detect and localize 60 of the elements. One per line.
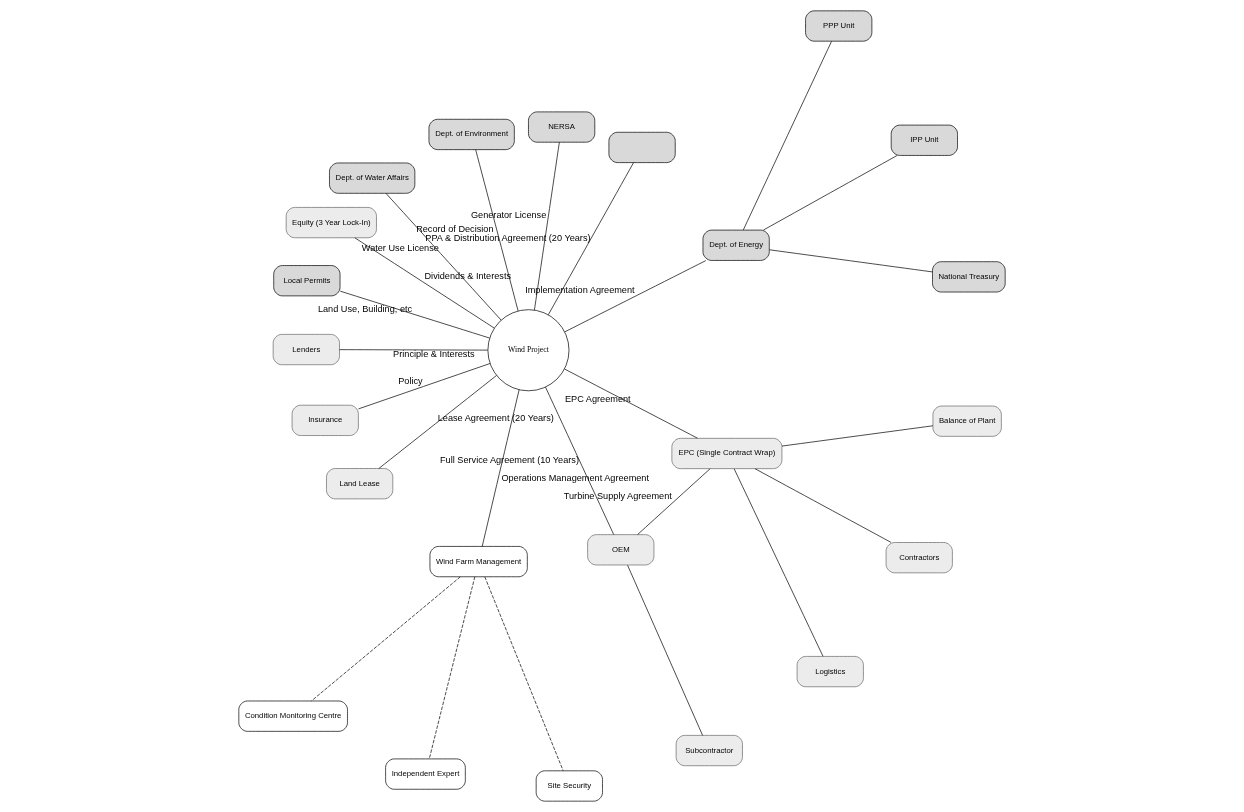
node-circle: Wind Project: [487, 309, 570, 392]
connector: [475, 149, 519, 312]
node-box: Logistics: [796, 656, 864, 688]
node-box: IPP Unit: [890, 124, 958, 156]
connector: [481, 389, 520, 547]
node-box: Subcontractor: [675, 735, 743, 767]
edge-label: Generator License: [470, 209, 547, 220]
edge-label: Full Service Agreement (10 Years): [440, 455, 579, 466]
connector: [534, 141, 560, 311]
connector: [358, 363, 491, 410]
node-box: [608, 131, 676, 163]
edge-label: Lease Agreement (20 Years): [437, 413, 554, 424]
edge-label: Policy: [398, 375, 423, 386]
node-box: Contractors: [885, 542, 953, 574]
connector: [545, 386, 615, 535]
edge-label: Record of Decision: [416, 224, 494, 235]
connector: [754, 468, 892, 543]
connector: [354, 237, 495, 329]
node-box: PPP Unit: [805, 10, 873, 42]
node-box: Insurance: [291, 404, 359, 436]
node-box: Equity (3 Year Lock-In): [285, 207, 377, 239]
connector: [564, 260, 707, 333]
connector: [763, 155, 898, 231]
node-box: Land Lease: [326, 468, 394, 500]
connector: [769, 249, 933, 273]
connector: [564, 368, 698, 439]
connector: [733, 468, 824, 657]
node-box: Independent Expert: [385, 758, 466, 790]
connector: [378, 375, 497, 469]
edge-label: PPA & Distribution Agreement (20 Years): [425, 233, 591, 244]
node-box: National Treasury: [932, 261, 1006, 293]
node-box: Wind Farm Management: [429, 546, 528, 578]
node-box: Dept. of Water Affairs: [329, 162, 416, 194]
node-box: Dept. of Energy: [702, 229, 770, 261]
edge-label: Land Use, Building, etc: [317, 303, 413, 314]
connector: [781, 425, 934, 447]
connector: [339, 290, 490, 339]
edge-label: EPC Agreement: [565, 393, 631, 404]
node-box: EPC (Single Contract Wrap): [671, 437, 783, 469]
connector: [627, 564, 703, 736]
connector: [385, 193, 502, 321]
edge-label: Principle & Interests: [393, 349, 475, 360]
node-box: Dept. of Environment: [428, 118, 515, 150]
connector: [484, 576, 564, 772]
node-box: Local Permits: [273, 265, 341, 297]
node-box: Site Security: [535, 770, 603, 802]
connector: [548, 162, 634, 316]
connector: [311, 576, 461, 702]
connector: [637, 468, 711, 535]
node-box: Lenders: [272, 334, 340, 366]
node-box: NERSA: [528, 111, 596, 143]
edge-label: Operations Management Agreement: [501, 472, 650, 483]
connector: [428, 576, 476, 759]
node-box: OEM: [587, 534, 655, 566]
edge-label: Turbine Supply Agreement: [563, 491, 672, 502]
node-box: Condition Monitoring Centre: [238, 700, 348, 732]
edge-label: Implementation Agreement: [525, 285, 635, 296]
connector: [743, 41, 832, 231]
node-box: Balance of Plant: [932, 405, 1002, 437]
edge-label: Water Use License: [361, 242, 439, 253]
